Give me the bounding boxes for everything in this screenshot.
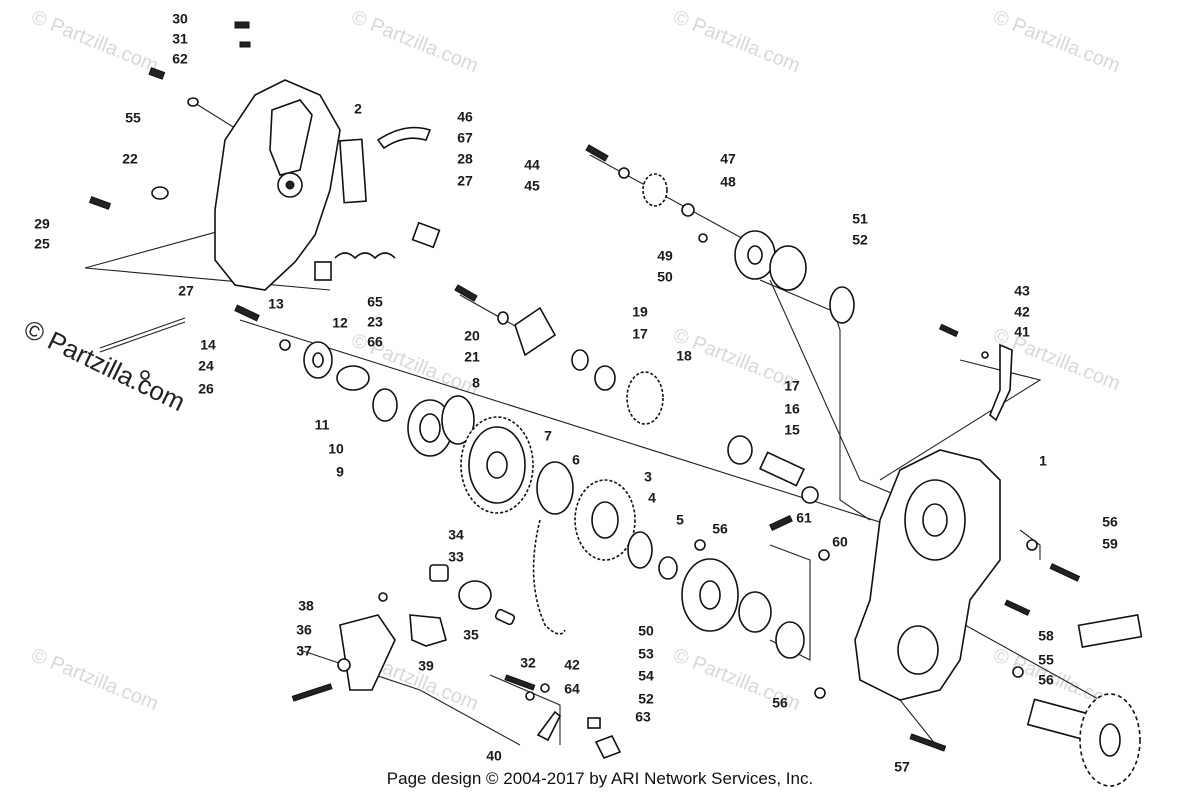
callout-number: 39	[418, 658, 434, 674]
callout-number: 35	[463, 627, 479, 643]
callout-number: 49	[657, 248, 673, 264]
chaincase-cover-part-2	[214, 79, 341, 291]
top-sprocket-group	[585, 144, 855, 324]
cover-hardware	[88, 21, 441, 380]
watermark-text: © Partzilla.com	[28, 644, 161, 715]
callout-number: 25	[34, 236, 50, 252]
callout-number: 13	[268, 296, 284, 312]
callout-number: 7	[544, 428, 552, 444]
callout-number: 3	[644, 469, 652, 485]
callout-number: 8	[472, 375, 480, 391]
callout-number: 46	[457, 109, 473, 125]
callout-number: 51	[852, 211, 868, 227]
callout-number: 57	[894, 759, 910, 775]
callout-number: 56	[1038, 672, 1054, 688]
page-credit-footer: Page design © 2004-2017 by ARI Network S…	[387, 769, 813, 788]
callout-number: 37	[296, 643, 312, 659]
callout-number: 67	[457, 130, 473, 146]
callout-number: 4	[648, 490, 656, 506]
callout-number: 45	[524, 178, 540, 194]
callout-number: 42	[1014, 304, 1030, 320]
callout-number: 33	[448, 549, 464, 565]
bracket-part-41	[938, 323, 1013, 422]
lower-bearing-group	[681, 514, 830, 659]
watermark-text: © Partzilla.com	[348, 6, 481, 77]
callout-number: 53	[638, 646, 654, 662]
sprocket-part-3	[536, 461, 678, 580]
callout-number: 59	[1102, 536, 1118, 552]
callout-number: 44	[524, 157, 540, 173]
callout-number: 11	[315, 417, 330, 433]
drive-sprocket-shaft	[909, 693, 1141, 787]
callout-number: 20	[464, 328, 480, 344]
callout-number: 65	[367, 294, 383, 310]
lever-part-40	[504, 674, 622, 760]
callout-number: 62	[172, 51, 188, 67]
callout-number: 15	[784, 422, 800, 438]
callout-number: 66	[367, 334, 383, 350]
drive-chain-part-53	[532, 519, 566, 635]
callout-number: 55	[125, 110, 141, 126]
callout-number: 23	[367, 314, 383, 330]
callout-number: 14	[200, 337, 216, 353]
callout-number: 50	[638, 623, 654, 639]
callout-number: 55	[1038, 652, 1054, 668]
upper-shaft-group	[454, 284, 819, 504]
callout-number: 27	[178, 283, 194, 299]
callout-number: 56	[712, 521, 728, 537]
tensioner-group	[291, 564, 516, 702]
watermark-text: © Partzilla.com	[28, 6, 161, 77]
chaincase-housing-part-1	[814, 449, 1143, 701]
callout-number: 5	[676, 512, 684, 528]
callout-number: 1	[1039, 453, 1047, 469]
callout-number: 29	[34, 216, 50, 232]
callout-number: 42	[564, 657, 580, 673]
callout-number: 58	[1038, 628, 1054, 644]
callout-number: 32	[520, 655, 536, 671]
callout-number: 21	[464, 349, 480, 365]
callout-number: 36	[296, 622, 312, 638]
callout-number: 24	[198, 358, 214, 374]
callout-number: 52	[852, 232, 868, 248]
callout-number: 61	[796, 510, 812, 526]
callout-number: 6	[572, 452, 580, 468]
bearing-group	[303, 341, 475, 457]
callout-number: 28	[457, 151, 473, 167]
callout-number: 2	[354, 101, 362, 117]
callout-number: 52	[638, 691, 654, 707]
callout-number: 19	[632, 304, 648, 320]
callout-number: 18	[676, 348, 692, 364]
callout-number: 34	[448, 527, 464, 543]
callout-number: 60	[832, 534, 848, 550]
callout-number: 10	[328, 441, 344, 457]
watermark-text: © Partzilla.com	[990, 6, 1123, 77]
callout-number: 63	[635, 709, 651, 725]
callout-number: 40	[486, 748, 502, 764]
callout-number: 48	[720, 174, 736, 190]
callout-number: 47	[720, 151, 736, 167]
watermark-text: © Partzilla.com	[670, 6, 803, 77]
large-sprocket-part-7	[460, 416, 534, 514]
callout-number: 56	[772, 695, 788, 711]
callout-number: 43	[1014, 283, 1030, 299]
callout-number: 22	[122, 151, 138, 167]
callout-number: 54	[638, 668, 654, 684]
callout-number: 50	[657, 269, 673, 285]
callout-number: 16	[784, 401, 800, 417]
callout-number: 56	[1102, 514, 1118, 530]
callout-number: 64	[564, 681, 580, 697]
callout-number: 26	[198, 381, 214, 397]
callout-number: 31	[172, 31, 188, 47]
callout-number: 12	[332, 315, 348, 331]
callout-number: 17	[784, 378, 800, 394]
callout-number: 27	[457, 173, 473, 189]
callout-number: 30	[172, 11, 188, 27]
callout-number: 41	[1014, 324, 1030, 340]
callout-number: 9	[336, 464, 344, 480]
callout-number: 38	[298, 598, 314, 614]
callout-number: 17	[632, 326, 648, 342]
